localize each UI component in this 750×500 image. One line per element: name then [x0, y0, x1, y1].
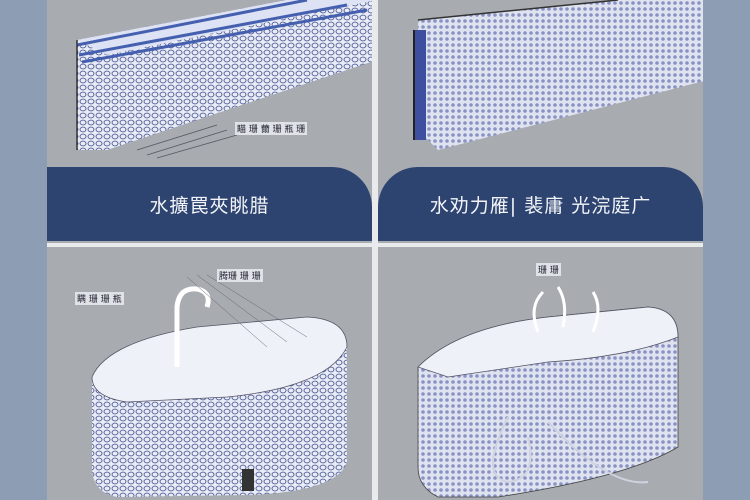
callout-label: 瞄 珊 薾 珊 瓶 珊 — [235, 122, 308, 135]
panel-title-banner: 水擴罠夾眺腊 — [47, 167, 372, 241]
layered-block-illustration — [76, 0, 372, 159]
foam-block-with-hook-illustration — [91, 274, 348, 497]
panel-title-banner: 水劝力雁| 裴庸 光浣庭广 — [378, 167, 703, 241]
callout-label: 瞒 珊 珊 瓶 — [75, 292, 124, 305]
callout-label: 珊 珊 — [536, 263, 561, 276]
panel-top-right: 水劝力雁| 裴庸 光浣庭广 — [378, 0, 703, 243]
panel-bottom-right: 珊 珊 — [378, 247, 703, 500]
panel-top-left: 瞄 珊 薾 珊 瓶 珊 水擴罠夾眺腊 — [47, 0, 372, 243]
porous-block-illustration — [413, 0, 703, 150]
fibrous-block-illustration — [417, 286, 679, 498]
diagram-grid: 瞄 珊 薾 珊 瓶 珊 水擴罠夾眺腊 水劝力雁| 裴庸 光浣庭广 腾珊 珊 珊 … — [47, 0, 703, 500]
callout-label: 腾珊 珊 珊 — [217, 269, 263, 282]
panel-bottom-left: 腾珊 珊 珊 瞒 珊 珊 瓶 — [47, 247, 372, 500]
